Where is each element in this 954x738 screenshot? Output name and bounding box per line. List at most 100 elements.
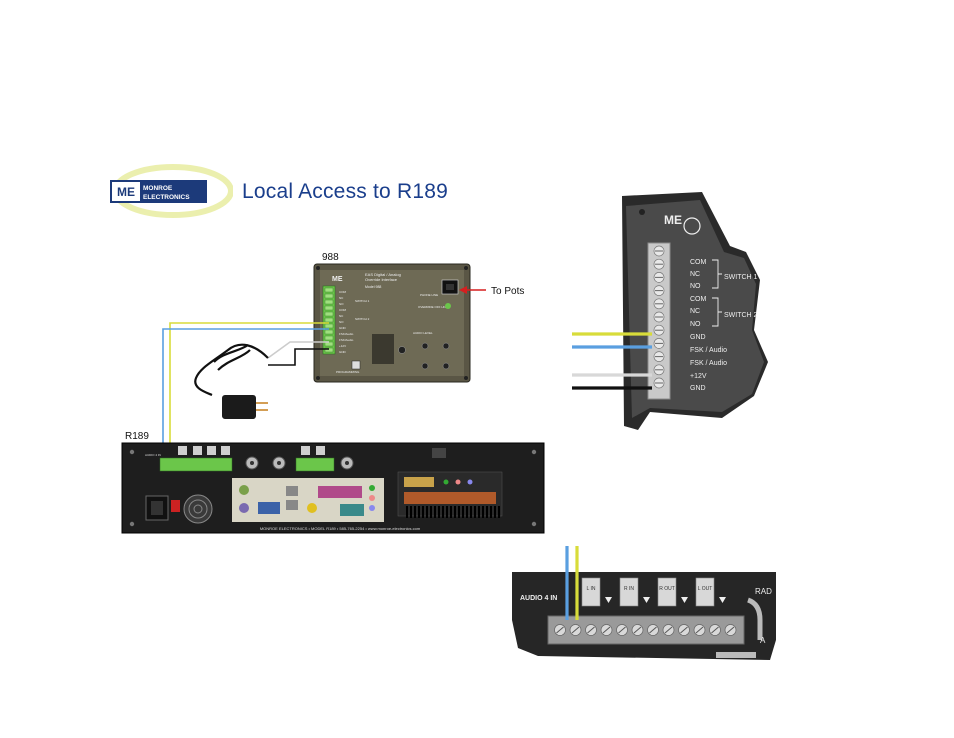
terminal-screw-icon — [324, 323, 334, 329]
logo-text-top: MONROE — [143, 185, 173, 192]
zoom-r189-block-2: R OUT — [659, 586, 675, 592]
zoom-988-label-8: FSK / Audio — [690, 360, 727, 367]
988-label-7: FSK/Audio — [339, 332, 354, 336]
988-label-2: NO — [339, 302, 344, 306]
988-label-0: COM — [339, 290, 347, 294]
zoom-988-label-1: NC — [690, 271, 700, 278]
vent-slot — [470, 506, 472, 518]
r189-terminal-strip-2 — [295, 457, 335, 472]
zoom-r189-block-3: L OUT — [698, 586, 713, 592]
988-label-4: NC — [339, 314, 344, 318]
vent-slot — [462, 506, 464, 518]
zoom-r189-block-0: L IN — [587, 586, 596, 592]
override-label: OVERRIDE OFF HOOK — [418, 305, 450, 309]
r189-footer-text: MONROE ELECTRONICS • MODEL R189 • 585-76… — [260, 526, 421, 531]
zoom-988-label-2: NO — [690, 283, 701, 290]
vent-slot — [454, 506, 456, 518]
page-title: Local Access to R189 — [242, 180, 448, 203]
audio-level-label: AUDIO LEVEL — [413, 331, 433, 335]
zoom-988-label-9: +12V — [690, 373, 707, 380]
logo-text-bottom: ELECTRONICS — [143, 194, 190, 201]
device-r189-label: R189 — [125, 431, 149, 442]
zoom-988-terminal: ME COM NC NO COM NC NO GND FSK / Audio F… — [572, 192, 768, 430]
terminal-screw-icon — [324, 311, 334, 317]
terminal-screw-icon — [324, 335, 334, 341]
panel-model: Model 988 — [365, 285, 381, 289]
screw-slot — [711, 626, 719, 634]
screw-slot — [649, 626, 657, 634]
power-switch — [171, 500, 180, 512]
to-pots-label: To Pots — [491, 286, 524, 297]
fan-grille — [183, 494, 213, 524]
vent-slot — [442, 506, 444, 518]
wire-blue — [162, 328, 329, 458]
screw-slot — [664, 626, 673, 634]
screw-slot — [680, 626, 688, 634]
vent-slot — [450, 506, 452, 518]
zoom-988-label-6: GND — [690, 334, 706, 341]
usb-port — [351, 360, 361, 370]
vent-slot — [426, 506, 428, 518]
vent-slot — [410, 506, 412, 518]
zoom-r189-audio-in: AUDIO 4 IN — [520, 595, 557, 602]
logo-mark: ME — [117, 185, 135, 199]
vent-slot — [494, 506, 496, 518]
vent-slot — [486, 506, 488, 518]
power-adapter — [222, 395, 256, 419]
vent-slot — [418, 506, 420, 518]
vent-slot — [430, 506, 432, 518]
override-led — [445, 303, 451, 309]
device-988-logo: ME — [332, 276, 343, 283]
terminal-screw-icon — [324, 299, 334, 305]
power-jack-block — [372, 334, 394, 364]
zoom-r189-right-label-0: RAD — [755, 587, 772, 596]
parallel-port-card — [404, 477, 434, 487]
panel-line-2: Override Interface — [365, 277, 398, 282]
zoom-988-label-7: FSK / Audio — [690, 347, 727, 354]
vent-slot — [422, 506, 424, 518]
terminal-screw-icon — [324, 329, 334, 335]
screw-slot — [726, 626, 735, 634]
terminal-screw-icon — [324, 287, 334, 293]
zoom-988-logo: ME — [664, 213, 682, 227]
screw-slot — [587, 626, 595, 634]
panel-line-1: EAS Digital / Analog — [365, 272, 401, 277]
vent-slot — [438, 506, 440, 518]
device-988: ME EAS Digital / Analog Override Interfa… — [313, 263, 471, 383]
device-r189: AUDIO 4 IN MONROE ELECTRONICS • MODEL R1… — [121, 442, 545, 534]
device-988-label: 988 — [322, 252, 339, 263]
terminal-screw-icon — [324, 347, 334, 353]
zoom-r189-block-1: R IN — [624, 586, 634, 592]
screw-slot — [556, 626, 564, 634]
vent-slot — [466, 506, 468, 518]
zoom-988-label-3: COM — [690, 296, 707, 303]
programming-label: PROGRAMMING — [336, 370, 360, 374]
screw-slot — [633, 626, 642, 634]
988-label-10: GND — [339, 350, 347, 354]
vent-slot — [478, 506, 480, 518]
vent-slot — [474, 506, 476, 518]
vent-slot — [482, 506, 484, 518]
phone-line-label: PHONE LINE — [420, 293, 438, 297]
vent-slot — [446, 506, 448, 518]
vent-slot — [414, 506, 416, 518]
wire-yellow — [169, 322, 329, 458]
vent-slot — [406, 506, 408, 518]
988-switch1-label: SWITCH 1 — [355, 299, 370, 303]
terminal-screw-icon — [324, 305, 334, 311]
zoom-r189-terminal: AUDIO 4 IN L IN R IN R OUT L OUT RAD A — [512, 546, 776, 660]
zoom-988-label-4: NC — [690, 308, 700, 315]
988-label-3: COM — [339, 308, 347, 312]
terminal-screw-icon — [324, 317, 334, 323]
vent-slot — [490, 506, 492, 518]
screw-slot — [571, 626, 580, 634]
zoom-r189-right-label-1: A — [760, 636, 766, 645]
r189-audio-in-label: AUDIO 4 IN — [145, 453, 161, 457]
vent-slot — [458, 506, 460, 518]
zoom-988-switch1: SWITCH 1 — [724, 274, 758, 281]
screw-slot — [602, 626, 611, 634]
988-switch2-label: SWITCH 2 — [355, 317, 370, 321]
monroe-electronics-logo: ME MONROE ELECTRONICS — [103, 163, 234, 223]
zoom-988-label-5: NO — [690, 321, 701, 328]
